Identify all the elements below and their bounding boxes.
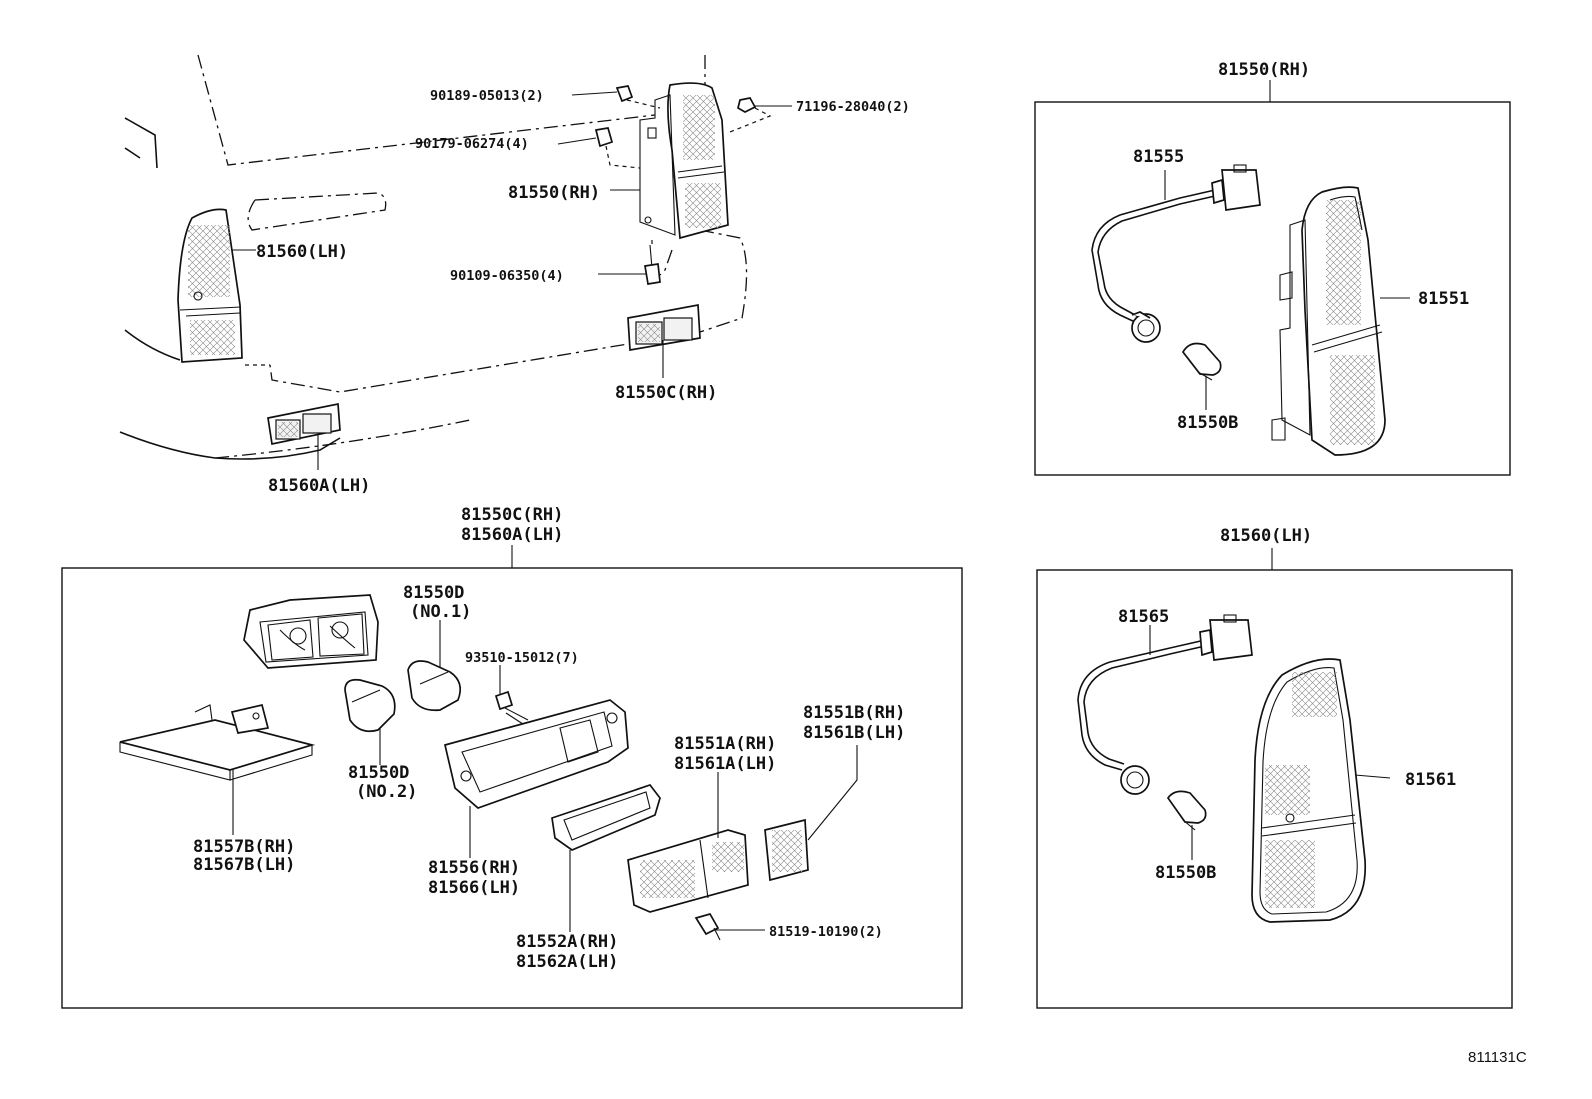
label-90179: 90179-06274(4) [415,136,529,152]
grommet-90179-icon[interactable] [594,127,641,169]
bulb-81550b-lh[interactable] [1166,790,1207,831]
label-81551b: 81551B(RH) [803,703,905,723]
label-81550c-main: 81550C(RH) [615,383,717,403]
box-lh-leaders [1149,625,1391,860]
label-81557b: 81557B(RH) [193,837,295,857]
label-81550d-no2-note: (NO.2) [356,782,417,802]
bulb-81550b-rh[interactable] [1181,342,1222,381]
label-81551a: 81551A(RH) [674,734,776,754]
label-71196: 71196-28040(2) [796,99,910,115]
marker-housing-icon[interactable] [243,594,379,669]
label-81561a: 81561A(LH) [674,754,776,774]
label-81561b: 81561B(LH) [803,723,905,743]
label-box-lh-title: 81560(LH) [1220,526,1312,546]
label-81560-lh-main: 81560(LH) [256,242,348,262]
label-81562a: 81562A(LH) [516,952,618,972]
label-93510: 93510-15012(7) [465,650,579,666]
tail-lamp-lh[interactable] [177,208,243,363]
side-marker-rh[interactable] [627,303,701,351]
label-81550-rh-main: 81550(RH) [508,183,600,203]
wire-harness-81565[interactable] [1077,614,1253,795]
label-81550d-no1-code: 81550D [403,583,464,603]
label-81550b-lh: 81550B [1155,863,1216,883]
label-81550d-no2-code: 81550D [348,763,409,783]
label-81550d-no1-note: (NO.1) [410,602,471,622]
label-81565: 81565 [1118,607,1169,627]
box-81550-rh [1034,80,1511,476]
label-90109: 90109-06350(4) [450,268,564,284]
bulb-81550d-no1-icon[interactable] [407,660,462,712]
label-81552a: 81552A(RH) [516,932,618,952]
label-box-side-title-1: 81550C(RH) [461,505,563,525]
text-labels: 90189-05013(2) 71196-28040(2) 90179-0627… [193,60,1527,1066]
screw-81519-icon[interactable] [694,912,721,941]
label-box-rh-title: 81550(RH) [1218,60,1310,80]
side-box-leaders [232,620,858,932]
box-rh-leaders [1164,170,1410,410]
label-81551: 81551 [1418,289,1469,309]
label-81550b-rh: 81550B [1177,413,1238,433]
tail-lamp-81561[interactable] [1251,658,1367,923]
label-81561: 81561 [1405,770,1456,790]
reflector-81551b-icon[interactable] [764,818,809,882]
side-marker-lh[interactable] [267,402,341,446]
box-side-marker [61,545,963,1009]
label-81560a-main: 81560A(LH) [268,476,370,496]
label-81555: 81555 [1133,147,1184,167]
nut-71196-icon[interactable] [729,97,772,133]
screw-93510-icon[interactable] [494,690,529,727]
gasket-81552a-icon[interactable] [551,784,661,851]
gasket-81556-icon[interactable] [443,699,629,809]
box-81560-lh [1036,548,1513,1009]
label-81567b: 81567B(LH) [193,855,295,875]
clip-90189-icon[interactable] [615,85,661,109]
bracket-81557b-icon[interactable] [119,703,316,781]
label-81566: 81566(LH) [428,878,520,898]
label-90189: 90189-05013(2) [430,88,544,104]
tail-lamp-rh[interactable] [639,82,729,240]
lens-81551a-icon[interactable] [627,829,749,913]
label-81556: 81556(RH) [428,858,520,878]
main-leader-lines [232,91,792,470]
label-box-side-title-2: 81560A(LH) [461,525,563,545]
wire-harness-81555[interactable] [1091,164,1261,343]
bolt-90109-icon[interactable] [644,240,661,285]
diagram-code: 811131C [1468,1049,1527,1066]
bulb-81550d-no2-icon[interactable] [344,678,396,733]
tail-lamp-81551[interactable] [1271,186,1386,456]
label-81519: 81519-10190(2) [769,924,883,940]
